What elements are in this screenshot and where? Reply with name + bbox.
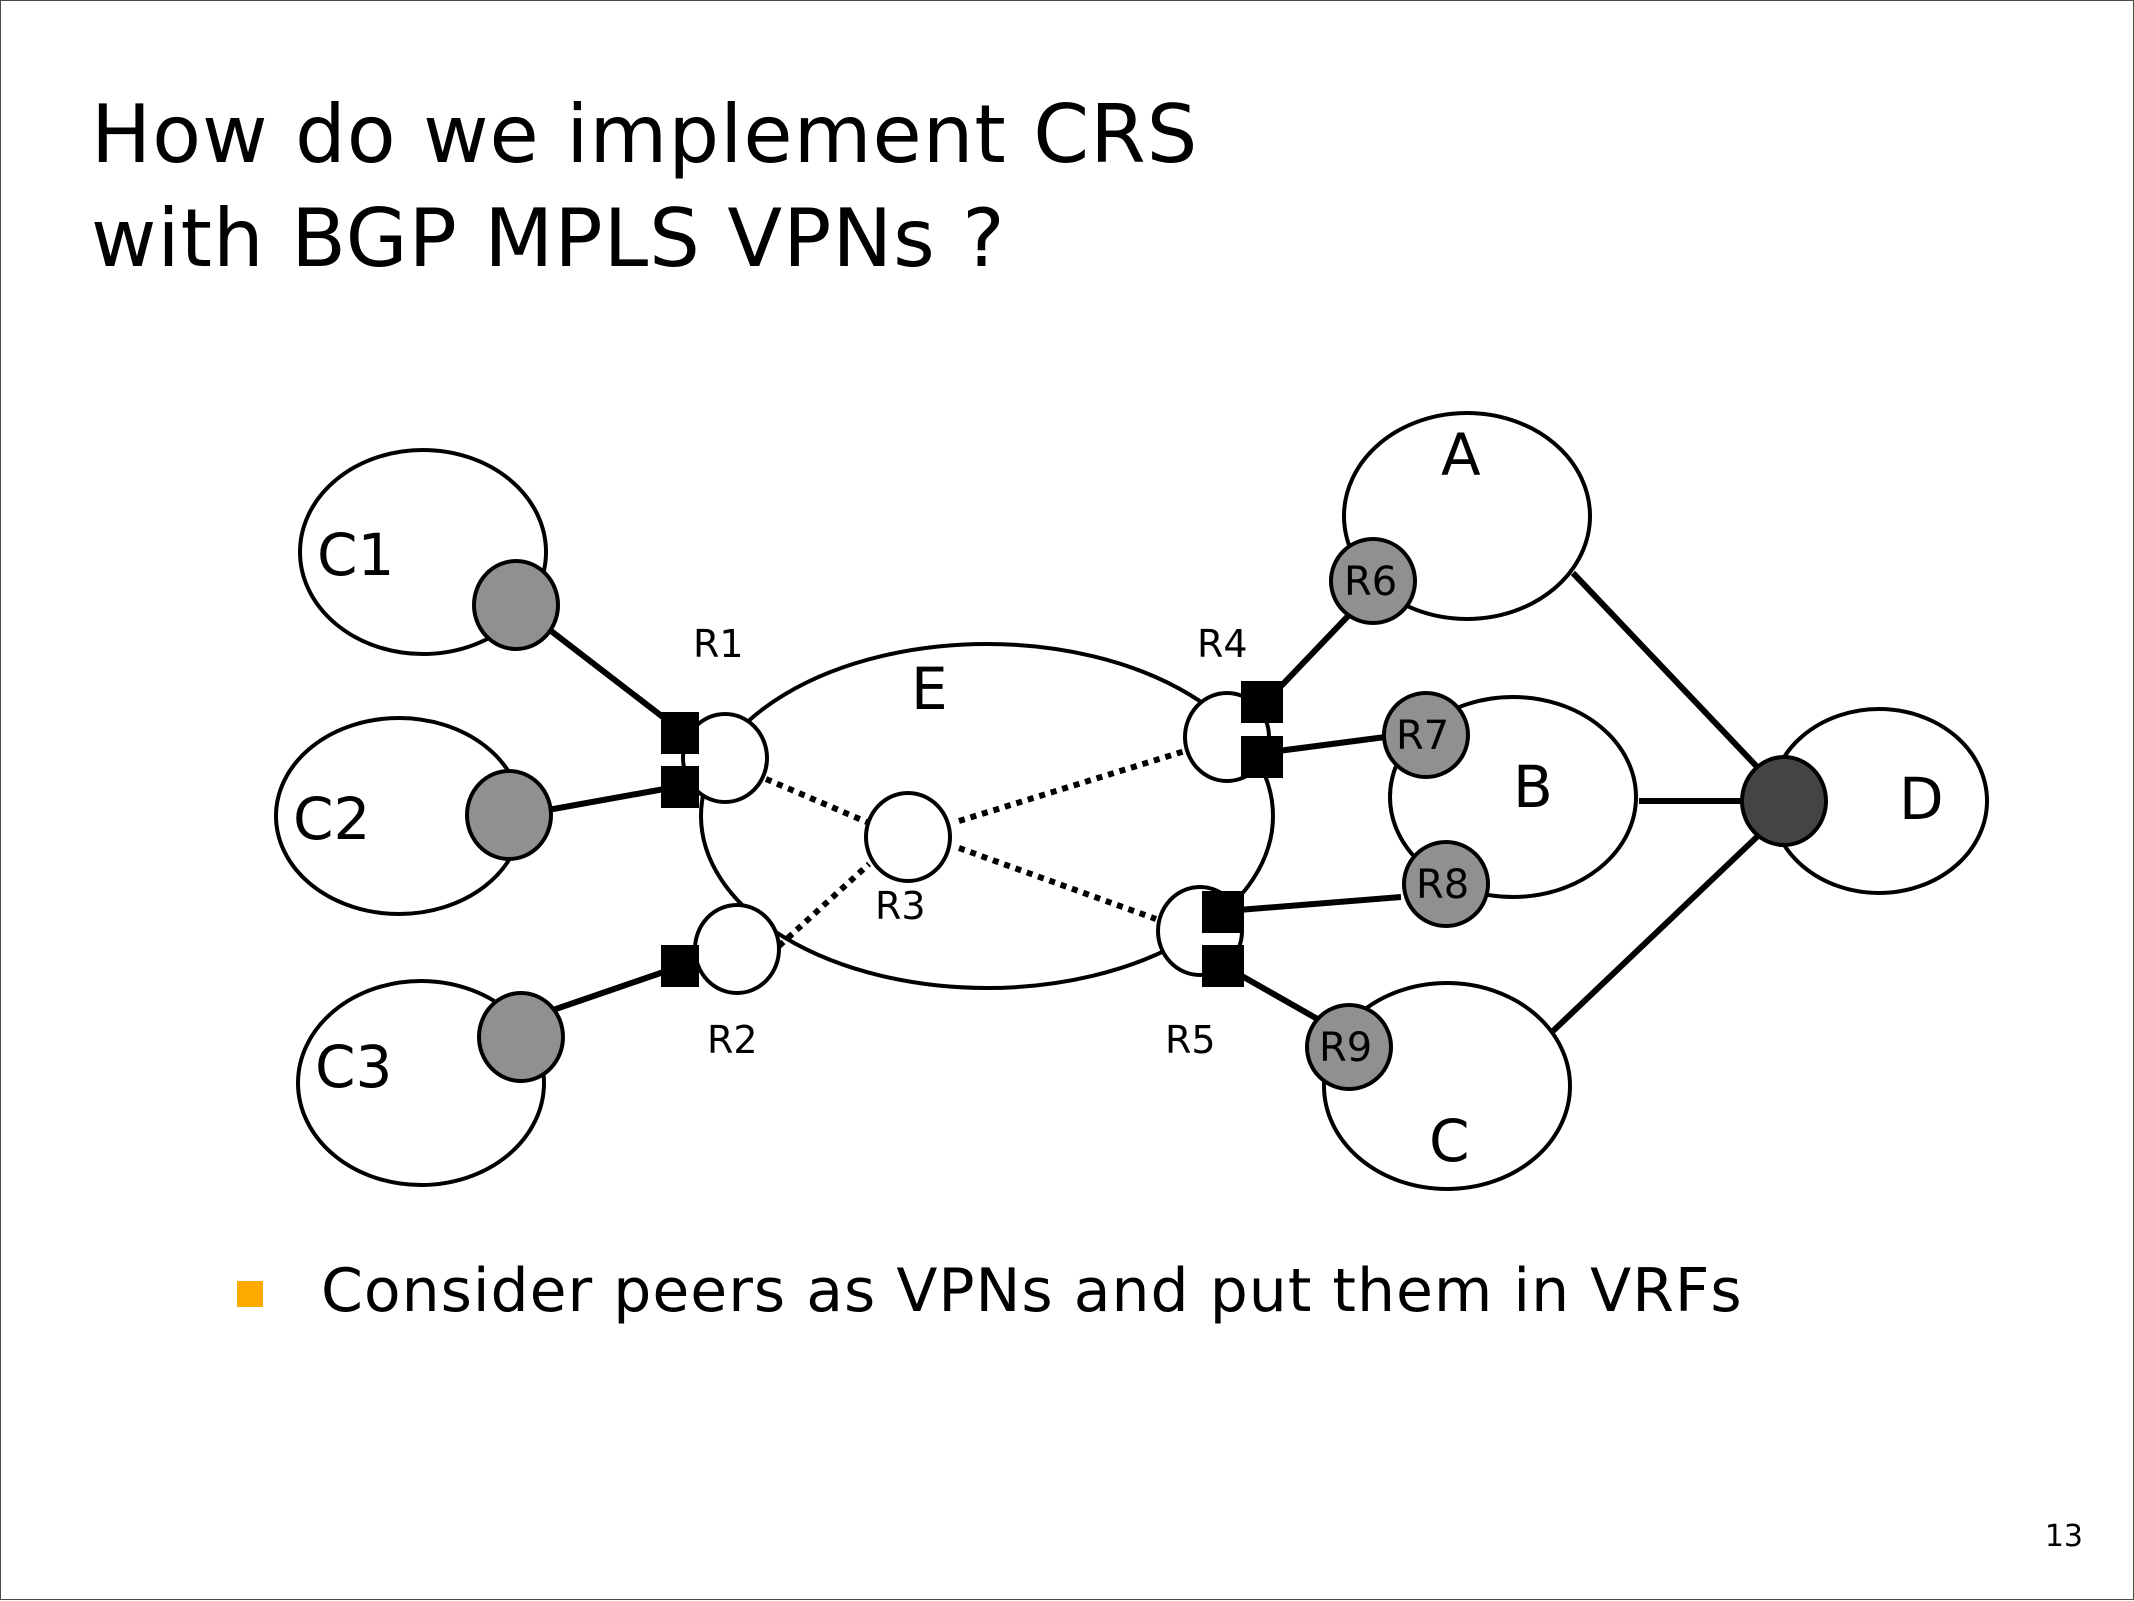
label-r6: R6 bbox=[1344, 559, 1397, 605]
link-r3-r4 bbox=[958, 748, 1186, 824]
label-b: B bbox=[1513, 753, 1553, 821]
vrf-marker-r4-bottom bbox=[1241, 736, 1283, 778]
vrf-marker-r5-top bbox=[1202, 891, 1244, 933]
label-r7: R7 bbox=[1396, 713, 1449, 759]
bullet-marker-icon bbox=[237, 1281, 263, 1307]
router-r2 bbox=[693, 903, 781, 995]
router-r3 bbox=[864, 791, 952, 883]
label-r4: R4 bbox=[1197, 622, 1248, 666]
label-d: D bbox=[1899, 765, 1944, 833]
label-r3: R3 bbox=[875, 884, 926, 928]
vrf-marker-r2 bbox=[661, 945, 699, 987]
label-c1: C1 bbox=[317, 521, 394, 589]
label-a: A bbox=[1441, 421, 1481, 489]
label-r9: R9 bbox=[1319, 1025, 1372, 1071]
label-c3: C3 bbox=[315, 1033, 392, 1101]
vrf-marker-r4-top bbox=[1241, 681, 1283, 723]
vrf-marker-r1-bottom bbox=[661, 766, 699, 808]
router-d bbox=[1740, 755, 1828, 847]
router-r8 bbox=[1402, 840, 1490, 928]
bullet-text: Consider peers as VPNs and put them in V… bbox=[321, 1256, 1743, 1326]
link-a-d bbox=[1570, 570, 1764, 774]
router-c3 bbox=[477, 991, 565, 1083]
link-c-d bbox=[1550, 830, 1764, 1034]
link-r2-r3 bbox=[776, 861, 872, 949]
vrf-marker-r5-bottom bbox=[1202, 945, 1244, 987]
label-c: C bbox=[1429, 1107, 1470, 1175]
router-c1 bbox=[472, 559, 560, 651]
router-r6 bbox=[1329, 537, 1417, 625]
title-line-2: with BGP MPLS VPNs ? bbox=[91, 192, 1006, 285]
router-r9 bbox=[1305, 1003, 1393, 1091]
router-c2 bbox=[465, 769, 553, 861]
page-number: 13 bbox=[2044, 1519, 2083, 1554]
link-r5-r8 bbox=[1225, 894, 1402, 914]
domain-e bbox=[699, 642, 1275, 990]
label-e: E bbox=[911, 655, 948, 723]
router-r7 bbox=[1382, 691, 1470, 779]
vrf-marker-r1-top bbox=[661, 712, 699, 754]
slide-title: How do we implement CRS with BGP MPLS VP… bbox=[91, 83, 1198, 291]
label-r8: R8 bbox=[1416, 862, 1469, 908]
title-line-1: How do we implement CRS bbox=[91, 88, 1199, 181]
label-r2: R2 bbox=[707, 1018, 758, 1062]
label-r5: R5 bbox=[1165, 1018, 1216, 1062]
router-r1 bbox=[681, 712, 769, 804]
label-c2: C2 bbox=[293, 785, 370, 853]
bullet-item: Consider peers as VPNs and put them in V… bbox=[237, 1256, 1743, 1326]
label-r1: R1 bbox=[693, 622, 744, 666]
link-r4-r7 bbox=[1262, 733, 1394, 756]
